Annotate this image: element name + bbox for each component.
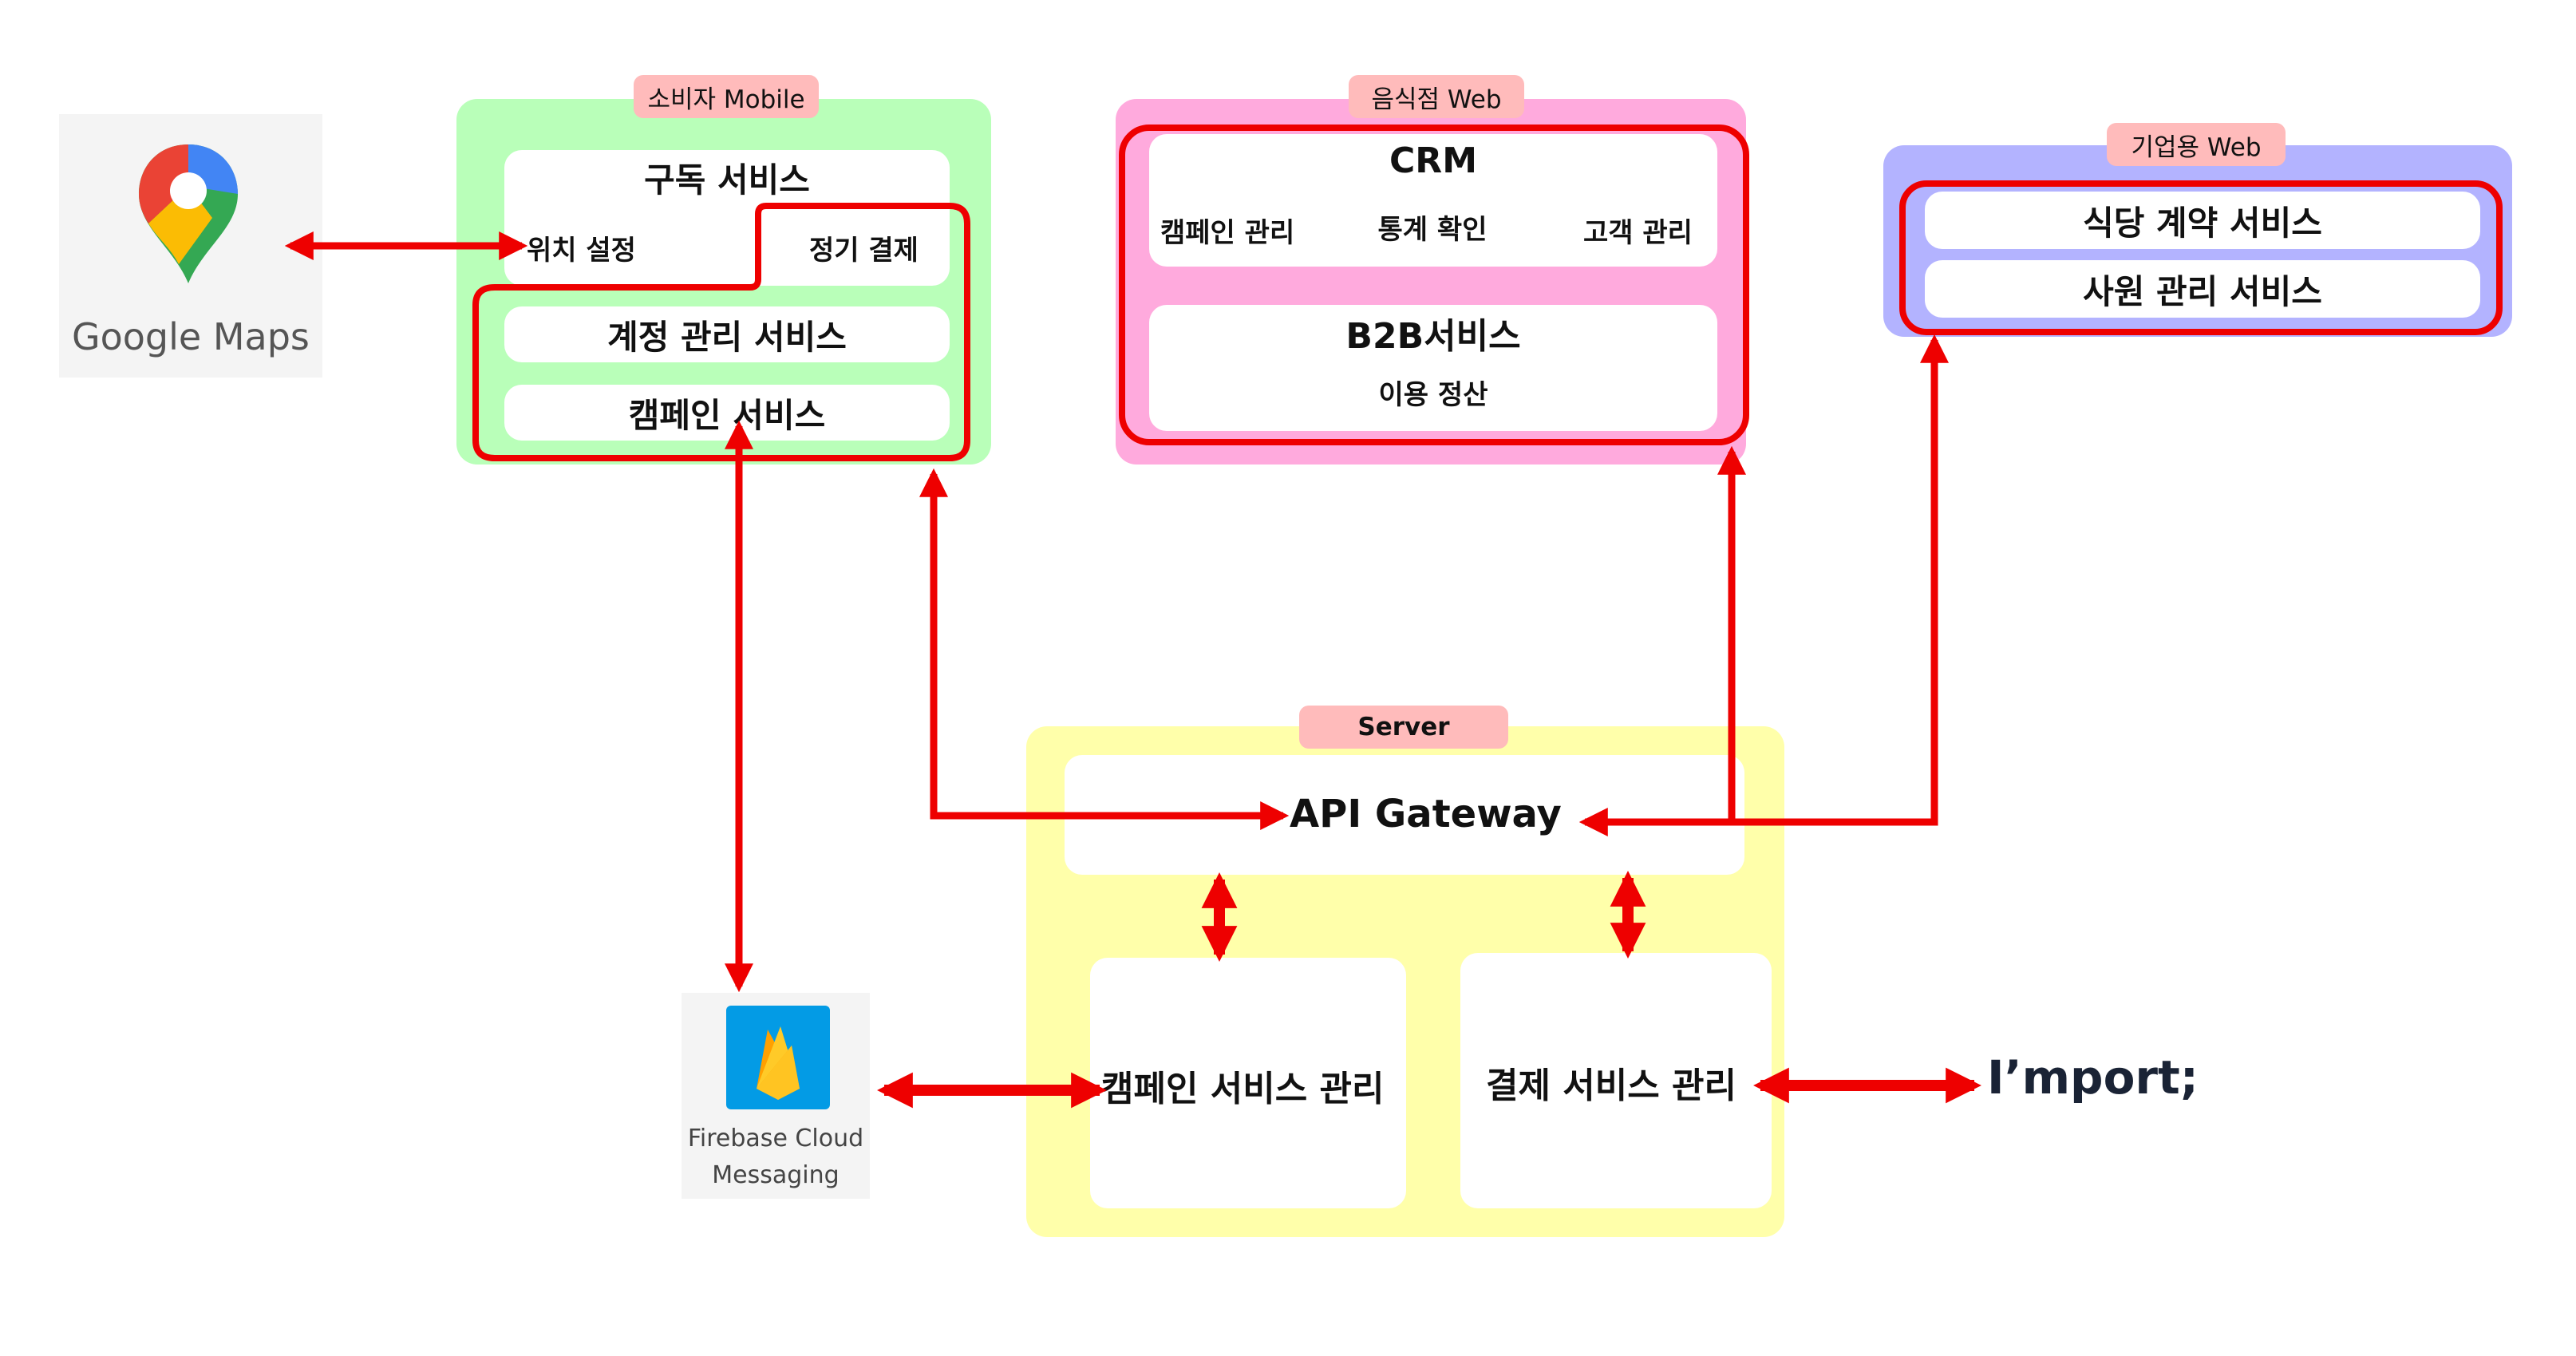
account-service-box xyxy=(504,306,950,362)
subscription-service-title: 구독 서비스 xyxy=(644,160,810,200)
restaurant-web-tag: 음식점 Web xyxy=(1349,75,1524,118)
campaign-mgmt-label: 캠페인 관리 xyxy=(1160,217,1295,249)
firebase-logo: Firebase Cloud Messaging xyxy=(682,993,870,1199)
google-maps-label: Google Maps xyxy=(72,315,310,358)
arrow-mobile-gateway xyxy=(919,468,1290,830)
location-setting-label: 위치 설정 xyxy=(527,235,636,267)
recurring-payment-label: 정기 결제 xyxy=(809,235,919,267)
payment-service-mgmt-box xyxy=(1460,953,1772,1208)
consumer-highlight-outline xyxy=(472,203,970,461)
enterprise-highlight-outline xyxy=(1899,180,2503,335)
campaign-service-mgmt-label: 캠페인 서비스 관리 xyxy=(1101,1069,1385,1109)
iamport-logo-text: I’mport; xyxy=(1987,1050,2199,1105)
employee-mgmt-label: 사원 관리 서비스 xyxy=(2083,271,2322,311)
firebase-label-line2: Messaging xyxy=(712,1160,840,1189)
api-gateway-label: API Gateway xyxy=(1290,792,1562,836)
stats-label: 통계 확인 xyxy=(1377,213,1488,246)
customer-mgmt-label: 고객 관리 xyxy=(1583,217,1693,249)
payment-service-mgmt-label: 결제 서비스 관리 xyxy=(1486,1065,1736,1106)
crm-box xyxy=(1149,134,1717,267)
enterprise-web-tag: 기업용 Web xyxy=(2107,123,2286,166)
google-maps-logo: Google Maps xyxy=(59,114,322,378)
crm-title: CRM xyxy=(1389,140,1477,181)
account-service-label: 계정 관리 서비스 xyxy=(607,317,847,357)
restaurant-highlight-outline xyxy=(1119,125,1749,445)
usage-settlement-label: 이용 정산 xyxy=(1378,378,1488,411)
firebase-label-line1: Firebase Cloud xyxy=(687,1124,864,1152)
b2b-service-title: B2B서비스 xyxy=(1345,316,1521,357)
consumer-mobile-tag: 소비자 Mobile xyxy=(634,75,819,118)
firebase-flame-icon xyxy=(726,1006,830,1109)
campaign-service-mgmt-box xyxy=(1090,958,1406,1208)
subscription-service-box xyxy=(504,150,950,286)
restaurant-contract-label: 식당 계약 서비스 xyxy=(2083,203,2322,243)
employee-mgmt-box xyxy=(1925,260,2480,318)
map-pin-icon xyxy=(139,144,238,283)
restaurant-contract-box xyxy=(1925,192,2480,249)
server-tag: Server xyxy=(1299,706,1508,749)
arrow-enterprise-gateway xyxy=(1578,334,1949,836)
